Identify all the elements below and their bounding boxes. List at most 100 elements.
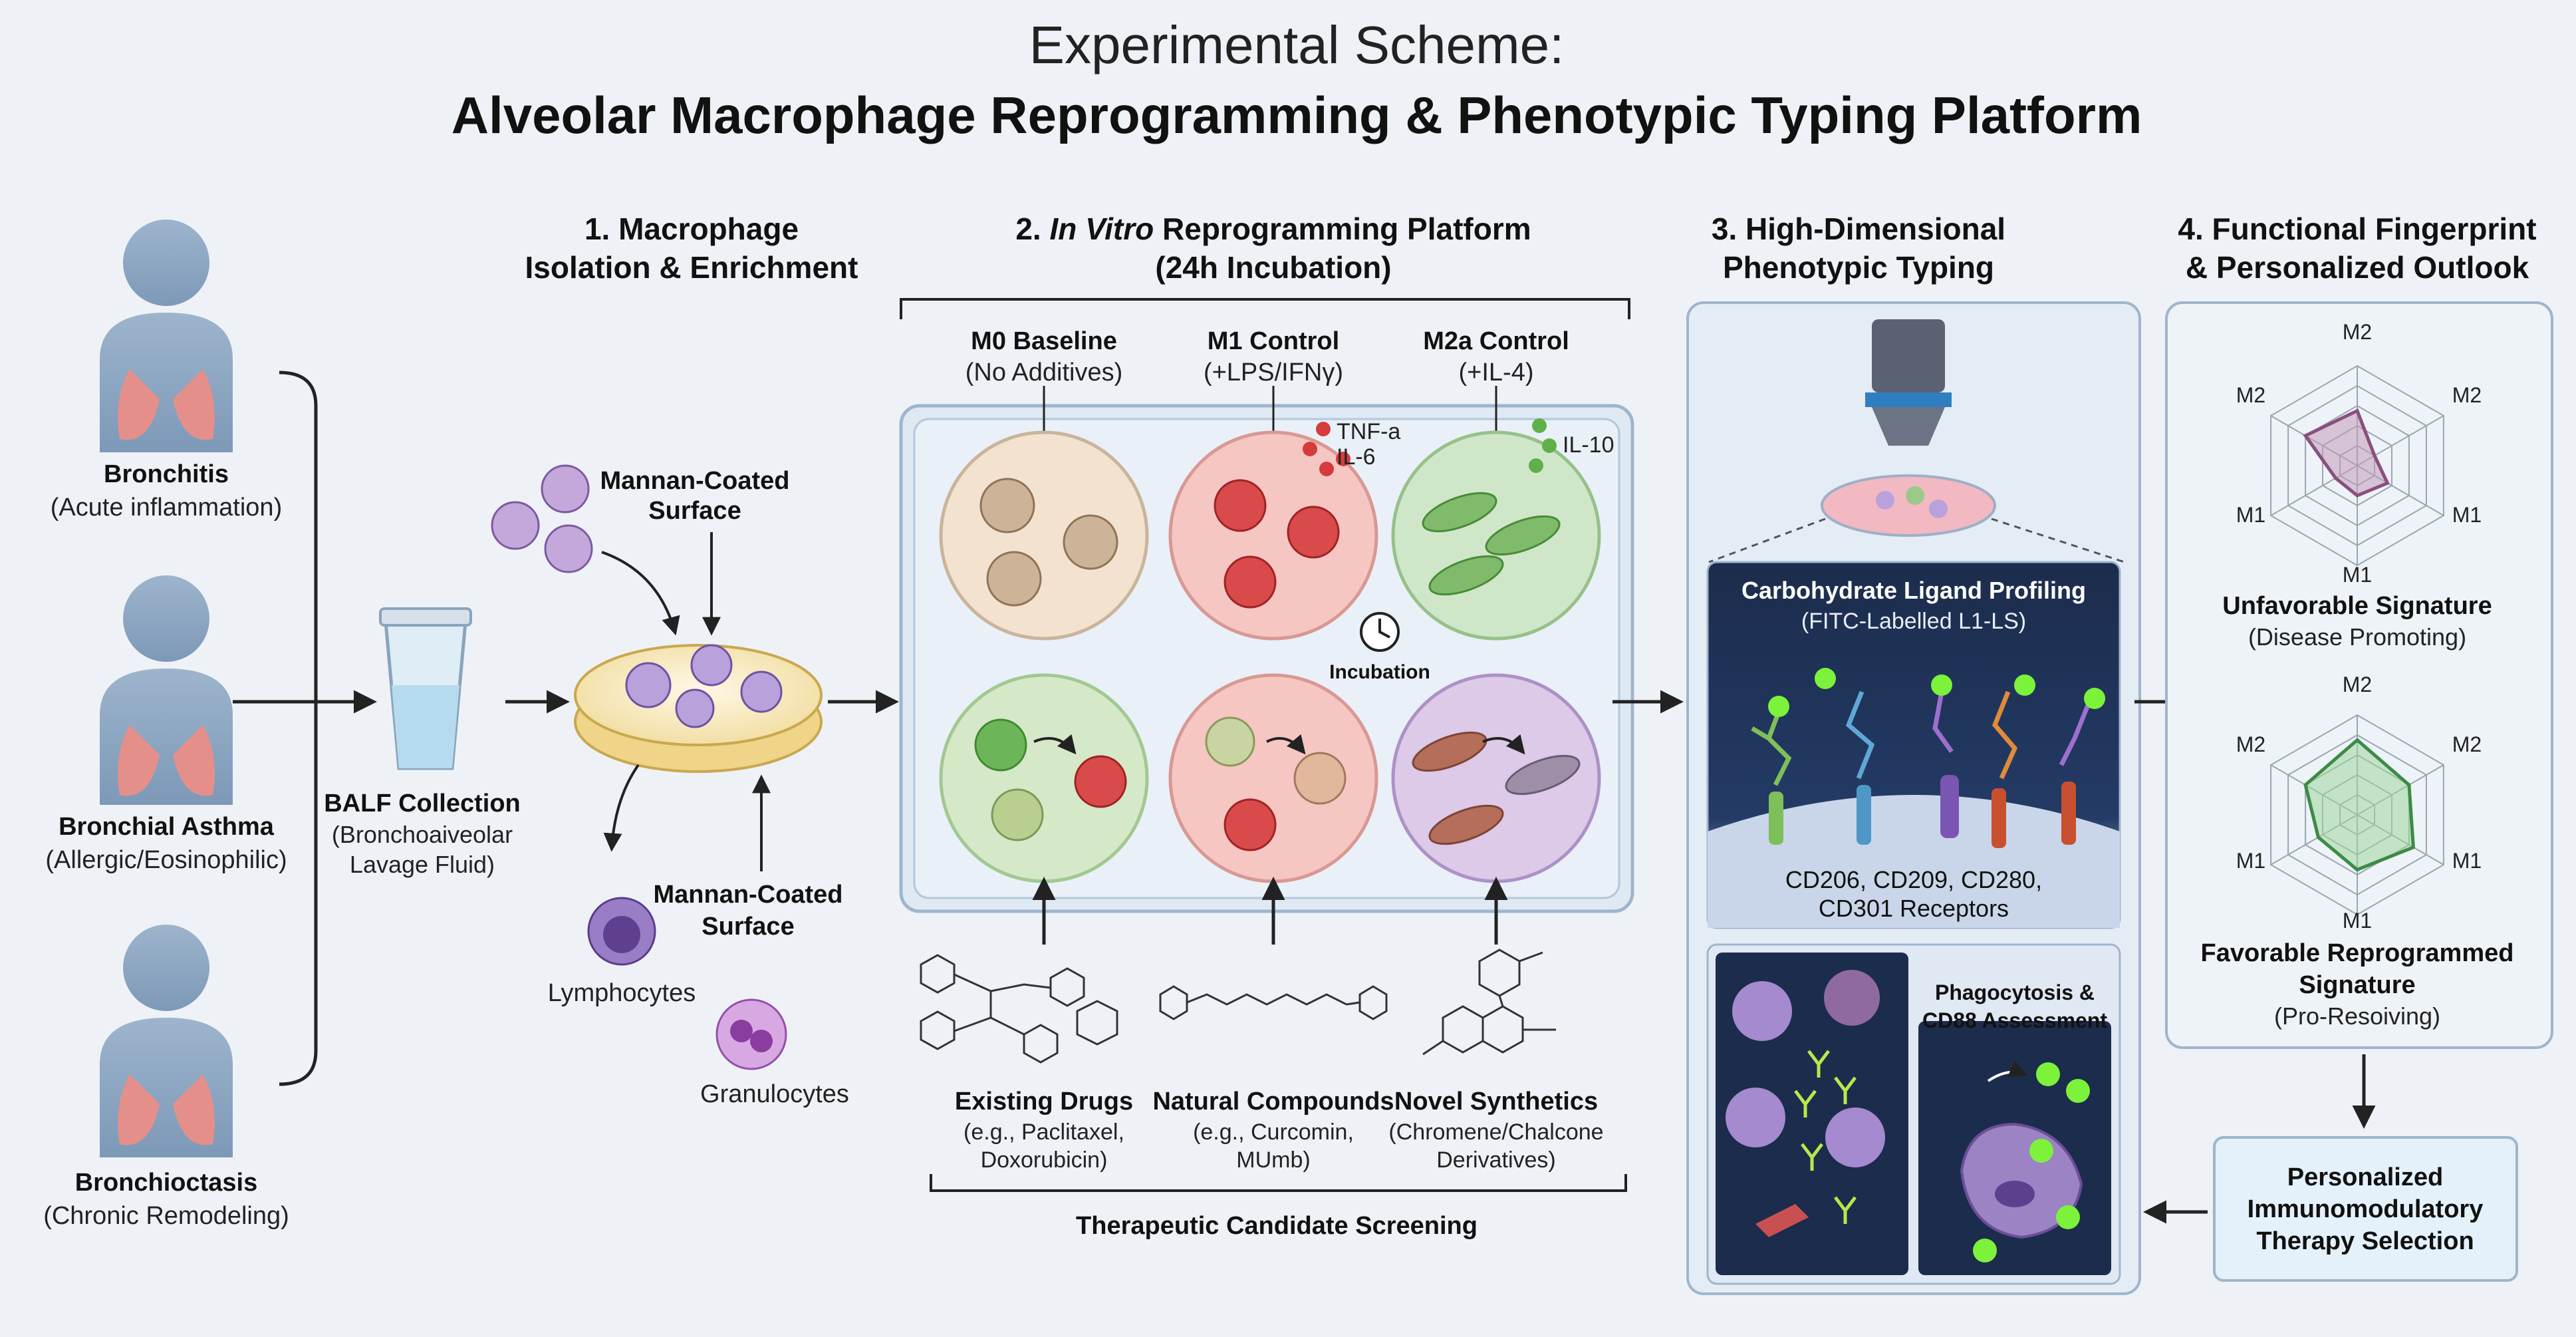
receptor-icon xyxy=(1940,775,1959,838)
screening-label: Therapeutic Candidate Screening xyxy=(1076,1212,1478,1240)
natural-line2: MUmb) xyxy=(1236,1147,1310,1173)
membrane xyxy=(1708,795,2120,928)
shift-arrow xyxy=(1482,734,1525,755)
m0-title: M0 Baseline xyxy=(971,327,1117,355)
synth-line2: Derivatives) xyxy=(1436,1147,1555,1173)
step2-top-bracket xyxy=(900,298,1630,319)
m2-title: M2a Control xyxy=(1423,327,1569,355)
shift-arrow xyxy=(1266,734,1306,755)
step1-heading1: 1. Macrophage xyxy=(584,212,799,246)
mannan-top2: Surface xyxy=(648,497,741,525)
m2-cell-icon xyxy=(1428,555,1504,596)
fitc-dot xyxy=(2056,1205,2080,1229)
mannan-bottom2: Surface xyxy=(702,913,794,941)
granulocyte-nucleus xyxy=(750,1030,773,1052)
objective-tip xyxy=(1872,407,1945,446)
macrophage-icon xyxy=(1732,981,1792,1041)
clock-hands xyxy=(1378,619,1390,639)
cytokine-dot xyxy=(1542,438,1557,453)
drugs-line1: (e.g., Paclitaxel, xyxy=(964,1119,1124,1145)
m1-cell-icon xyxy=(1224,798,1277,851)
tnf-label: TNF-a xyxy=(1337,419,1400,444)
unfav-title: Unfavorable Signature xyxy=(2222,592,2492,620)
arrow-cells-to-dish xyxy=(601,551,680,636)
cell-icon xyxy=(1929,500,1948,518)
shift-arrow xyxy=(1033,734,1077,755)
radar2-label-right-up: M2 xyxy=(2452,732,2482,756)
cytokine-dot xyxy=(1303,442,1317,456)
m1-title: M1 Control xyxy=(1208,327,1339,355)
step2-heading1: 2. In Vitro Reprogramming Platform xyxy=(1015,212,1531,246)
patient-asthma: Bronchial Asthma (Allergic/Eosinophilic) xyxy=(45,575,287,874)
radar1-label-left-up: M2 xyxy=(2236,383,2265,407)
step2-heading2: (24h Incubation) xyxy=(1155,250,1391,285)
radar2-label-left-down: M1 xyxy=(2236,849,2265,873)
step3-heading1: 3. High-Dimensional xyxy=(1712,212,2005,246)
step4-heading2: & Personalized Outlook xyxy=(2186,250,2529,285)
fitc-dot xyxy=(1768,696,1789,717)
cytokine-dot xyxy=(1336,452,1351,466)
arrow-to-lymphocytes xyxy=(603,764,640,852)
phago-label2: CD88 Assessment xyxy=(1922,1008,2107,1032)
mannan-top1: Mannan-Coated xyxy=(600,467,790,495)
balf-collection: BALF Collection (Bronchoaiveolar Lavage … xyxy=(324,607,570,878)
radar2-label-right-down: M1 xyxy=(2452,849,2482,873)
cell-icon xyxy=(1428,804,1504,845)
m2-cell-icon xyxy=(1485,515,1561,556)
therapy-line3: Therapy Selection xyxy=(2256,1227,2474,1255)
granulocyte-nucleus xyxy=(730,1020,753,1042)
cell-icon xyxy=(1293,752,1347,805)
cell-icon xyxy=(1755,1204,1809,1237)
lung-left-icon xyxy=(118,369,160,440)
balf-desc1: (Bronchoaiveolar xyxy=(332,821,513,848)
cell-icon xyxy=(544,524,593,573)
cell-icon xyxy=(1906,486,1924,505)
drugs-line2: Doxorubicin) xyxy=(981,1147,1108,1173)
objective-icon xyxy=(1872,319,1945,392)
lung-left-icon xyxy=(118,1074,160,1145)
step3-heading2: Phenotypic Typing xyxy=(1723,250,1994,285)
m1-sub: (+LPS/IFNγ) xyxy=(1204,359,1343,386)
therapy-line2: Immunomodulatory xyxy=(2248,1195,2484,1223)
natural-line1: (e.g., Curcomin, xyxy=(1193,1119,1354,1145)
cytokine-dot xyxy=(1532,418,1547,433)
drugs-title: Existing Drugs xyxy=(955,1088,1133,1115)
receptor-icon xyxy=(2061,782,2076,845)
patient-bronchiectasis: Bronchioctasis (Chronic Remodeling) xyxy=(43,925,289,1230)
step3-typing: 3. High-Dimensional Phenotypic Typing Ca… xyxy=(1686,212,2202,1295)
radar2-label-top: M2 xyxy=(2343,672,2372,696)
uptake-arrow xyxy=(1987,1060,2029,1082)
head-icon xyxy=(123,220,209,306)
macrophage-icon xyxy=(675,688,715,728)
patient-figures: Bronchitis (Acute inflammation) Bronchia… xyxy=(43,220,377,1230)
fitc-dot xyxy=(2084,688,2105,709)
therapy-line1: Personalized xyxy=(2287,1163,2443,1191)
m0-sub: (No Additives) xyxy=(966,359,1123,386)
balf-desc2: Lavage Fluid) xyxy=(350,851,495,878)
receptor-icon xyxy=(1857,785,1871,845)
synth-title: Novel Synthetics xyxy=(1394,1088,1598,1115)
receptor-icon xyxy=(1769,792,1783,845)
macrophage-icon xyxy=(1726,1088,1785,1147)
m2-cell-icon xyxy=(1422,492,1497,533)
receptors xyxy=(1751,668,2105,848)
step1-heading2: Isolation & Enrichment xyxy=(525,250,858,285)
step4-panel xyxy=(2165,301,2553,1049)
macrophage-icon xyxy=(1825,1108,1885,1167)
cell-icon xyxy=(991,788,1044,841)
patients-bracket xyxy=(279,371,318,1086)
chromene-molecule-icon xyxy=(1422,949,1556,1056)
natural-title: Natural Compounds xyxy=(1152,1088,1394,1115)
radar1-label-right-up: M2 xyxy=(2452,383,2482,407)
fitc-dot xyxy=(2066,1079,2090,1103)
cell-icon xyxy=(1205,716,1255,767)
fav-title1: Favorable Reprogrammed xyxy=(2201,939,2514,967)
radar1-label-bottom: M1 xyxy=(2343,563,2372,587)
patient-name: Bronchial Asthma xyxy=(59,813,275,841)
radar-unfavorable xyxy=(2270,365,2444,567)
phagocyte-nucleus xyxy=(1995,1181,2035,1207)
radar-signature-shape xyxy=(2303,408,2390,498)
drug-molecule-icon xyxy=(920,954,1118,1064)
lymphocyte-nucleus xyxy=(603,916,640,953)
fitc-dot xyxy=(1931,674,1952,696)
